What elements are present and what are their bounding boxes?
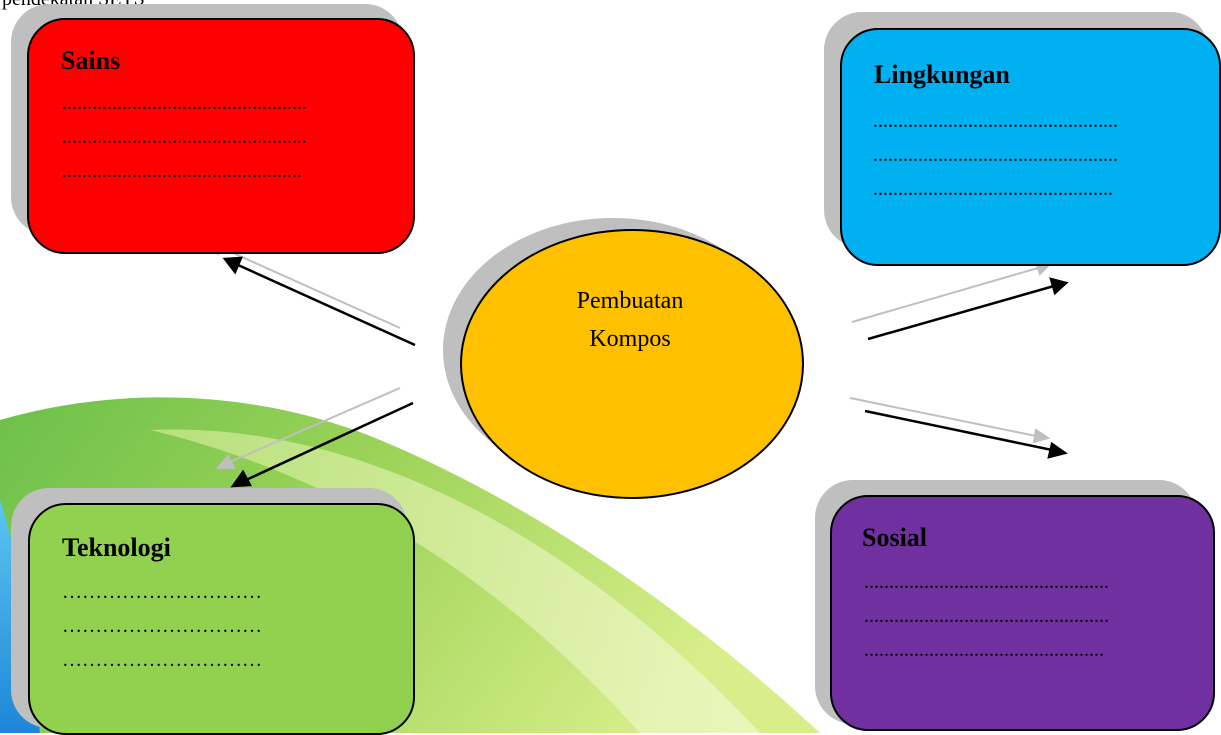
center-label-line2: Kompos: [589, 326, 671, 352]
arrow-shadow-teknologi: [229, 387, 401, 463]
lingkungan-line: ........................................…: [873, 144, 1118, 166]
teknologi-line: …………………………: [62, 581, 262, 603]
sains-line: ........................................…: [62, 126, 307, 148]
sosial-line: ........................................…: [864, 571, 1109, 593]
teknologi-line: …………………………: [62, 615, 262, 637]
sosial-title: Sosial: [862, 523, 928, 552]
teknologi-lines: ………………………… ………………………… …………………………: [62, 575, 262, 677]
center-ellipse: [460, 229, 804, 499]
sosial-line: ........................................…: [864, 605, 1109, 627]
sains-title: Sains: [61, 46, 121, 75]
arrow-shadow-sosial: [849, 397, 1037, 437]
sains-line: ........................................…: [62, 92, 307, 114]
sosial-line: ........................................…: [864, 639, 1104, 661]
arrow-shadow-lingkungan: [851, 267, 1039, 323]
sains-box: Sains ..................................…: [27, 18, 415, 254]
teknologi-box: Teknologi ………………………… ………………………… ………………………: [28, 503, 415, 735]
teknologi-title: Teknologi: [62, 533, 171, 562]
arrow-to-teknologi: [245, 401, 414, 482]
lingkungan-box: Lingkungan .............................…: [840, 28, 1221, 266]
arrow-shadow-sains: [221, 247, 401, 329]
arrow-to-sains: [237, 263, 416, 347]
sosial-box: Sosial .................................…: [830, 495, 1215, 731]
center-label: Pembuatan Kompos: [530, 282, 730, 358]
lingkungan-lines: ........................................…: [873, 104, 1118, 206]
arrow-to-sosial: [864, 409, 1053, 452]
teknologi-line: …………………………: [62, 649, 262, 671]
sosial-lines: ........................................…: [864, 565, 1109, 667]
sains-line: ........................................…: [62, 160, 302, 182]
lingkungan-title: Lingkungan: [874, 60, 1010, 89]
center-label-line1: Pembuatan: [576, 288, 684, 314]
background-wave-highlight: [150, 429, 760, 733]
sains-lines: ........................................…: [62, 86, 307, 188]
arrow-to-lingkungan: [867, 284, 1055, 341]
lingkungan-line: ........................................…: [873, 178, 1113, 200]
lingkungan-line: ........................................…: [873, 110, 1118, 132]
